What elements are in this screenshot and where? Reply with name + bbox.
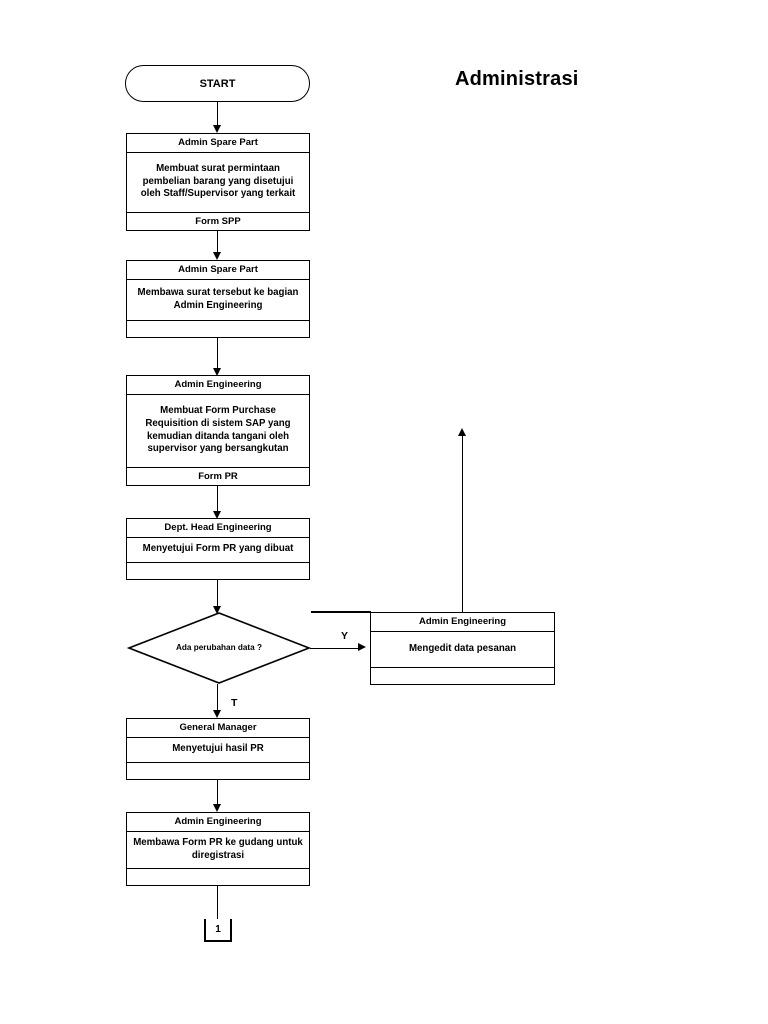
process-step-2[interactable]: Admin Spare Part Membawa surat tersebut … [126, 260, 310, 338]
page-title: Administrasi [455, 68, 579, 90]
connector-decision-no [217, 684, 218, 710]
connector-start-to-step1 [217, 101, 218, 125]
decision-data-changed[interactable]: Ada perubahan data ? [126, 612, 312, 684]
connector-rework-loop-up [462, 436, 463, 613]
connector-step5-to-step6 [217, 780, 218, 804]
arrowhead-rework-loop-up [457, 428, 466, 436]
process-step-3[interactable]: Admin Engineering Membuat Form Purchase … [126, 375, 310, 486]
process-rework-document [371, 667, 554, 684]
offpage-connector-label: 1 [215, 924, 221, 935]
edge-label-no: T [231, 697, 238, 709]
offpage-connector[interactable]: 1 [204, 919, 232, 942]
process-step-4-document [127, 562, 309, 579]
process-step-1-body: Membuat surat permintaan pembelian baran… [140, 162, 296, 200]
process-step-5-role: General Manager [127, 719, 309, 738]
process-step-3-body: Membuat Form Purchase Requisition di sis… [145, 404, 291, 455]
arrowhead-step2-to-step3 [212, 368, 221, 376]
process-step-3-role: Admin Engineering [127, 376, 309, 395]
connector-step2-to-step3 [217, 338, 218, 368]
arrowhead-step4-to-decision [212, 606, 221, 614]
process-rework-edit-order[interactable]: Admin Engineering Mengedit data pesanan [370, 612, 555, 685]
process-step-3-document: Form PR [127, 466, 309, 486]
process-step-6-role: Admin Engineering [127, 813, 309, 832]
process-step-6-body: Membawa Form PR ke gudang untuk diregist… [133, 836, 303, 861]
arrowhead-step1-to-step2 [212, 252, 221, 260]
process-step-1-role: Admin Spare Part [127, 134, 309, 153]
process-step-2-document [127, 320, 309, 337]
start-label: START [199, 77, 236, 90]
process-step-1[interactable]: Admin Spare Part Membuat surat permintaa… [126, 133, 310, 231]
process-step-2-body: Membawa surat tersebut ke bagian Admin E… [137, 286, 299, 311]
connector-decision-yes [310, 647, 358, 649]
arrowhead-start-to-step1 [212, 125, 221, 133]
connector-step6-to-offpage [217, 886, 218, 919]
arrowhead-decision-yes [358, 643, 366, 651]
process-step-4-role: Dept. Head Engineering [127, 519, 309, 538]
start-terminator[interactable]: START [125, 65, 310, 102]
process-rework-role: Admin Engineering [371, 613, 554, 632]
connector-step1-to-step2 [217, 231, 218, 252]
process-step-4[interactable]: Dept. Head Engineering Menyetujui Form P… [126, 518, 310, 580]
process-step-2-role: Admin Spare Part [127, 261, 309, 280]
process-step-6-document [127, 868, 309, 885]
arrowhead-decision-no [212, 710, 221, 718]
process-rework-body: Mengedit data pesanan [408, 642, 517, 654]
edge-label-yes: Y [341, 630, 349, 642]
process-step-4-body: Menyetujui Form PR yang dibuat [142, 543, 294, 555]
process-step-5[interactable]: General Manager Menyetujui hasil PR [126, 718, 310, 780]
connector-step3-to-step4 [217, 486, 218, 511]
connector-step4-to-decision [217, 580, 218, 606]
process-step-1-document: Form SPP [127, 211, 309, 231]
process-step-6[interactable]: Admin Engineering Membawa Form PR ke gud… [126, 812, 310, 886]
arrowhead-step5-to-step6 [212, 804, 221, 812]
process-step-5-document [127, 762, 309, 779]
arrowhead-step3-to-step4 [212, 511, 221, 519]
connector-rework-loop-stub [311, 611, 371, 613]
process-step-5-body: Menyetujui hasil PR [172, 743, 264, 755]
